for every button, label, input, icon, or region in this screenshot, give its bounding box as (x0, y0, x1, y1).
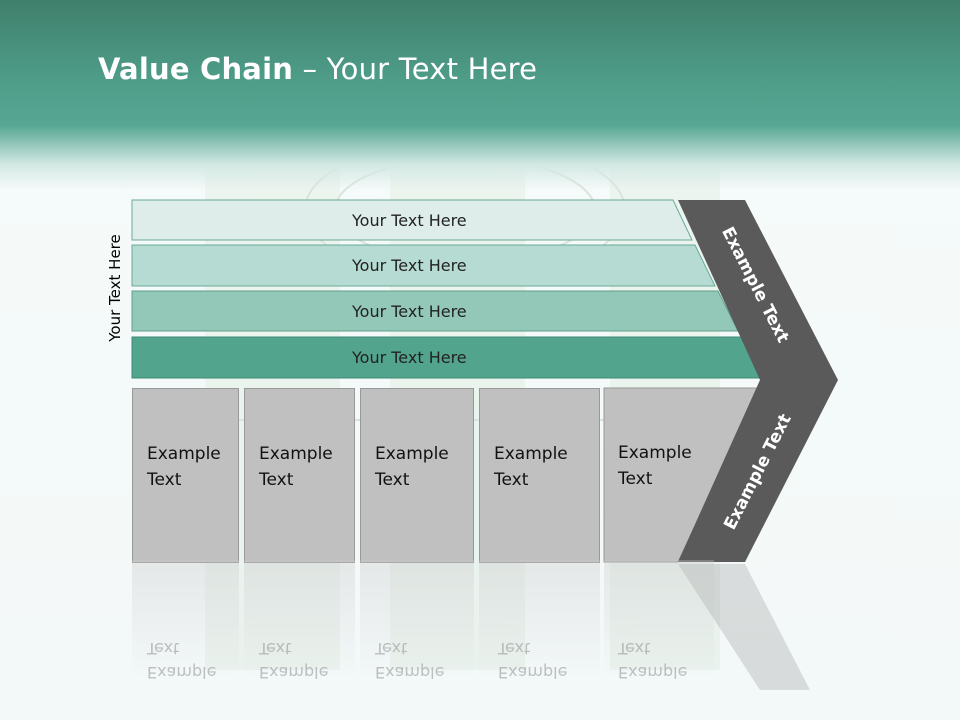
cell-2: Example Text (244, 388, 355, 563)
chevron-arrow (678, 200, 838, 562)
bar-2: Your Text Here (132, 245, 695, 286)
bar-4: Your Text Here (132, 337, 742, 378)
cell-3-reflection-text: Example Text (375, 639, 445, 682)
cell-1: Example Text (132, 388, 239, 563)
cell-1-label: Example Text (147, 444, 221, 490)
title-bold: Value Chain (98, 52, 294, 86)
cell-3: Example Text (360, 388, 474, 563)
bar-1-label: Your Text Here (352, 210, 467, 230)
reflection-area: Example Text Example Text Example Text E… (0, 560, 960, 720)
cell-2-label: Example Text (259, 444, 333, 490)
bar-1: Your Text Here (132, 200, 672, 240)
cell-3-label: Example Text (375, 444, 449, 490)
cell-5-reflection-text: Example Text (618, 639, 688, 682)
title-rest: – Your Text Here (293, 52, 538, 86)
cell-4-reflection (479, 560, 600, 720)
slide-title: Value Chain – Your Text Here (98, 52, 537, 86)
bar-2-label: Your Text Here (352, 256, 467, 275)
cell-4-label: Example Text (494, 444, 568, 490)
cell-3-reflection (360, 560, 474, 720)
bar-2-shape (131, 244, 716, 287)
cell-4-reflection-text: Example Text (498, 639, 568, 682)
cell-2-reflection-text: Example Text (259, 639, 329, 682)
cell-5: Example Text (604, 388, 724, 563)
cell-1-reflection (132, 560, 239, 720)
cell-4: Example Text (479, 388, 600, 563)
bar-4-label: Your Text Here (352, 348, 467, 367)
chevron-reflection (678, 564, 810, 690)
cell-1-reflection-text: Example Text (147, 639, 217, 682)
bar-3: Your Text Here (132, 291, 718, 331)
header-band (0, 0, 960, 190)
cell-5-label: Example Text (618, 443, 692, 489)
bar-3-label: Your Text Here (352, 301, 467, 321)
cell-5-reflection (604, 560, 714, 720)
bar-1-shape (131, 199, 693, 241)
cell-2-reflection (244, 560, 355, 720)
